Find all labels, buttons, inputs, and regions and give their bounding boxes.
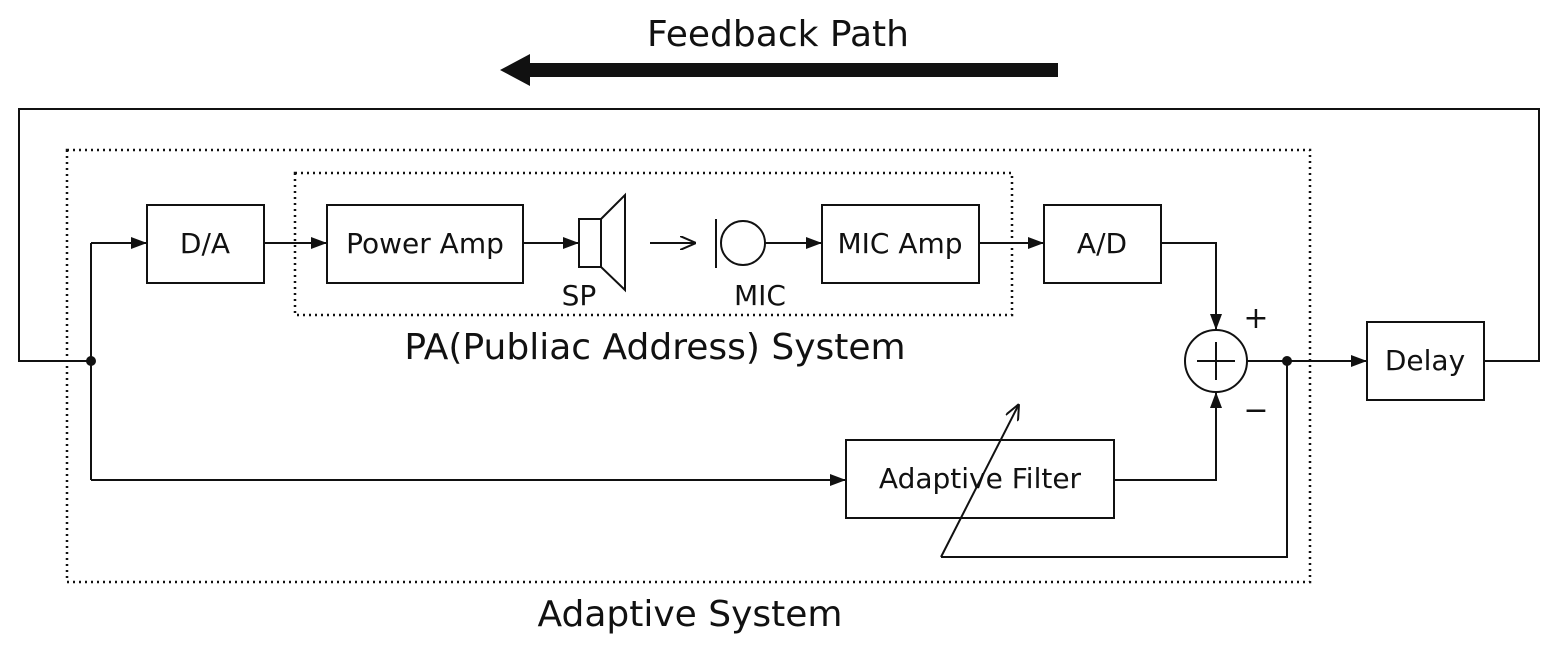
input-junction-dot — [86, 356, 96, 366]
diagram-title: Feedback Path — [647, 14, 909, 55]
delay-label: Delay — [1385, 344, 1465, 377]
feedback-path-arrow — [500, 54, 1058, 86]
speaker-label: SP — [562, 279, 597, 312]
adaptive-system-label: Adaptive System — [537, 594, 842, 635]
delay-block — [1366, 321, 1485, 401]
microphone-icon — [715, 219, 766, 268]
wire-ad-to-summer — [1161, 242, 1222, 330]
microphone-label: MIC — [734, 279, 786, 312]
error-feedback-wire — [941, 361, 1288, 558]
outer-feedback-wire — [18, 108, 1540, 362]
mic-amp-label: MIC Amp — [837, 227, 962, 260]
pa-system-label: PA(Publiac Address) System — [404, 327, 905, 368]
summing-junction — [1184, 329, 1248, 393]
adaptive-system-boundary — [65, 148, 1312, 584]
plus-sign: + — [1243, 301, 1268, 336]
minus-sign: − — [1243, 393, 1268, 428]
da-converter-label: D/A — [180, 227, 230, 260]
ad-converter-label: A/D — [1077, 227, 1127, 260]
da-converter-block — [146, 204, 265, 284]
wire-adaptive-filter-to-summer — [1114, 392, 1222, 481]
mic-amp-block — [821, 204, 980, 284]
adaptation-arrow — [940, 404, 1019, 558]
power-amp-label: Power Amp — [346, 227, 504, 260]
ad-converter-block — [1043, 204, 1162, 284]
speaker-icon — [578, 192, 626, 293]
